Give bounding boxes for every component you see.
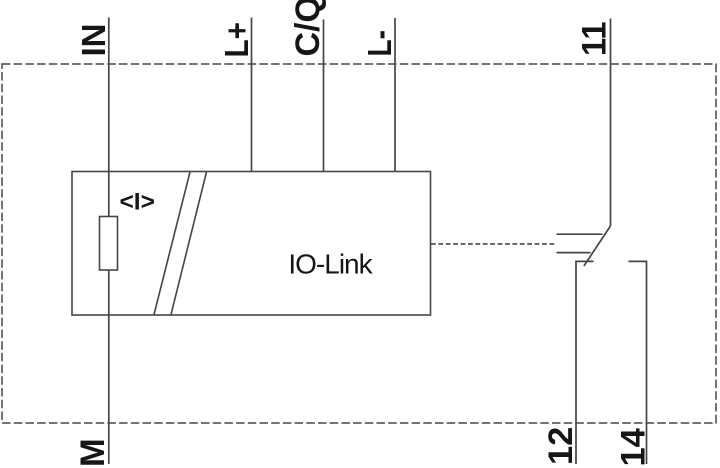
- svg-text:L-: L-: [361, 30, 398, 57]
- svg-text:IN: IN: [75, 24, 112, 57]
- svg-text:14: 14: [614, 428, 652, 466]
- svg-text:M: M: [74, 438, 112, 467]
- svg-text:L+: L+: [218, 22, 255, 58]
- svg-text:12: 12: [542, 427, 580, 465]
- svg-text:C/Q: C/Q: [289, 0, 327, 57]
- svg-text:11: 11: [576, 22, 614, 57]
- svg-text:<I>: <I>: [119, 189, 154, 216]
- svg-text:IO-Link: IO-Link: [288, 249, 373, 280]
